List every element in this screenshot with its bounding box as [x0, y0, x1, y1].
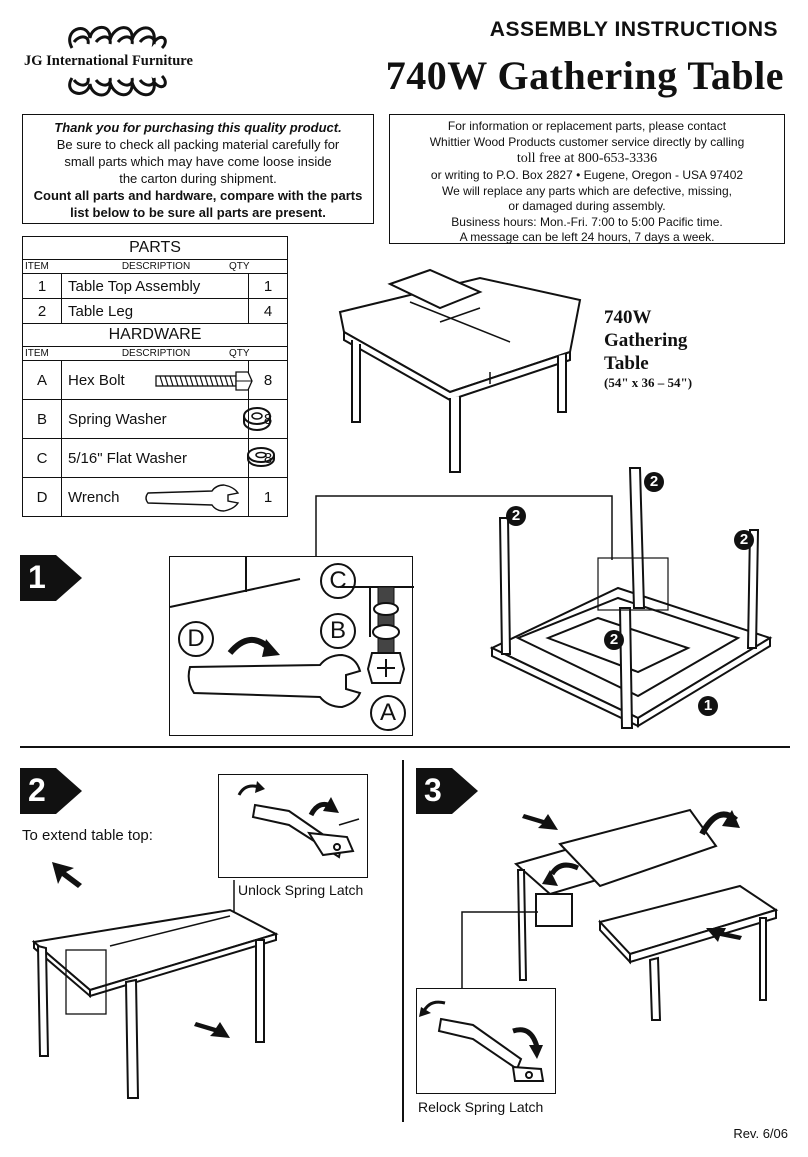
part-marker-leg: 2: [604, 630, 624, 650]
step-number: 1: [28, 559, 46, 595]
row-qty: 1: [263, 277, 273, 295]
row-desc-cell: Hex Bolt: [62, 361, 253, 399]
row-desc: Spring Washer: [68, 410, 167, 428]
step-arrow-icon: [20, 768, 82, 814]
row-item: 2: [23, 299, 62, 323]
product-label-line: Table: [604, 353, 649, 374]
row-desc-cell: Wrench: [62, 478, 249, 516]
product-label-line: Gathering: [604, 330, 688, 351]
part-marker-leg: 2: [506, 506, 526, 526]
row-item: D: [23, 478, 62, 516]
section-divider-vertical: [402, 760, 404, 1122]
hardware-row: D Wrench 1: [23, 478, 287, 516]
revision-label: Rev. 6/06: [733, 1126, 788, 1141]
step-number: 2: [28, 772, 46, 808]
contact-line: or writing to P.O. Box 2827 • Eugene, Or…: [430, 168, 744, 182]
callout-b: B: [320, 613, 356, 649]
callout-d: D: [178, 621, 214, 657]
hardware-row: C 5/16" Flat Washer 8: [23, 439, 287, 478]
row-qty: 4: [263, 302, 273, 320]
flat-washer-icon: [247, 447, 275, 467]
hardware-heading: HARDWARE: [23, 324, 287, 347]
parts-column-headers: ITEM DESCRIPTION QTY: [23, 260, 287, 274]
contact-line: For information or replacement parts, pl…: [447, 119, 727, 133]
brand-name: JG International Furniture: [22, 53, 195, 70]
notice-thanks: Thank you for purchasing this quality pr…: [54, 120, 342, 135]
row-desc: Table Top Assembly: [62, 274, 249, 298]
callout-a: A: [370, 695, 406, 731]
hardware-column-headers: ITEM DESCRIPTION QTY: [23, 347, 287, 361]
section-divider: [20, 746, 790, 748]
col-desc: DESCRIPTION: [121, 261, 191, 272]
row-item: 1: [23, 274, 62, 298]
bolt-assembly-detail: [169, 557, 414, 709]
contact-line: Business hours: Mon.-Fri. 7:00 to 5:00 P…: [451, 214, 723, 229]
row-desc: Hex Bolt: [68, 371, 125, 389]
contact-box: For information or replacement parts, pl…: [389, 114, 785, 244]
contact-line: We will replace any parts which are defe…: [442, 183, 732, 198]
col-qty: QTY: [229, 261, 250, 272]
step-arrow-icon: [20, 555, 82, 601]
notice-box: Thank you for purchasing this quality pr…: [22, 114, 374, 224]
contact-phone: toll free at 800-653-3336: [516, 151, 658, 166]
step-1-detail-box: C B D A: [169, 556, 414, 736]
col-desc: DESCRIPTION: [121, 348, 191, 359]
notice-line: the carton during shipment.: [119, 171, 277, 186]
row-qty: 1: [263, 488, 273, 506]
part-marker-leg: 2: [644, 472, 664, 492]
table-illustration-insert-leaf: [513, 808, 779, 1021]
notice-line: Be sure to check all packing material ca…: [56, 137, 340, 152]
step-2-inset-box: [218, 774, 368, 878]
product-label: 740W Gathering Table (54" x 36 – 54"): [604, 306, 692, 391]
parts-table: PARTS ITEM DESCRIPTION QTY 1 Table Top A…: [22, 236, 288, 517]
hardware-row: A Hex Bolt 8: [23, 361, 287, 400]
header-kicker: ASSEMBLY INSTRUCTIONS: [489, 18, 778, 41]
row-desc-cell: Spring Washer: [62, 400, 271, 438]
row-qty: 8: [263, 371, 273, 389]
step-1-leader-lines: [315, 495, 613, 560]
parts-row: 1 Table Top Assembly 1: [23, 274, 287, 299]
contact-line: or damaged during assembly.: [508, 199, 666, 213]
row-desc: Table Leg: [62, 299, 249, 323]
callout-c: C: [320, 563, 356, 599]
step-arrow-icon: [416, 768, 478, 814]
hex-bolt-icon: [155, 371, 253, 391]
step-2-caption: To extend table top:: [22, 827, 153, 844]
step-3-inset-box: [416, 988, 556, 1094]
step-2-inset-caption: Unlock Spring Latch: [238, 882, 364, 898]
notice-bold: list below to be sure all parts are pres…: [70, 205, 326, 220]
table-illustration-extend: [31, 862, 279, 1099]
row-item: A: [23, 361, 62, 399]
part-marker-leg: 2: [734, 530, 754, 550]
step-number: 3: [424, 772, 442, 808]
col-qty: QTY: [229, 348, 250, 359]
col-item: ITEM: [25, 348, 49, 359]
wrench-icon: [145, 484, 240, 512]
product-dims: (54" x 36 – 54"): [604, 375, 693, 390]
row-item: C: [23, 439, 62, 477]
step-3-inset-caption: Relock Spring Latch: [418, 1099, 544, 1115]
contact-line: A message can be left 24 hours, 7 days a…: [459, 230, 715, 244]
row-desc: Wrench: [68, 488, 120, 506]
parts-row: 2 Table Leg 4: [23, 299, 287, 324]
row-desc: 5/16" Flat Washer: [68, 449, 187, 467]
logo-scrollwork-icon: [68, 25, 167, 97]
parts-heading: PARTS: [23, 237, 287, 260]
col-item: ITEM: [25, 261, 49, 272]
row-item: B: [23, 400, 62, 438]
row-qty: 8: [263, 449, 273, 467]
page-title: 740W Gathering Table: [385, 53, 784, 98]
spring-latch-unlock-detail: [237, 781, 360, 859]
part-marker-top: 1: [698, 696, 718, 716]
table-illustration-closed: [338, 268, 582, 473]
hardware-row: B Spring Washer 8: [23, 400, 287, 439]
contact-line: Whittier Wood Products customer service …: [429, 134, 745, 149]
product-label-line: 740W: [604, 307, 652, 328]
notice-bold: Count all parts and hardware, compare wi…: [33, 188, 363, 203]
notice-line: small parts which may have come loose in…: [64, 154, 332, 169]
row-desc-cell: 5/16" Flat Washer: [62, 439, 275, 477]
spring-latch-relock-detail: [419, 1000, 545, 1082]
spring-washer-icon: [243, 407, 271, 431]
